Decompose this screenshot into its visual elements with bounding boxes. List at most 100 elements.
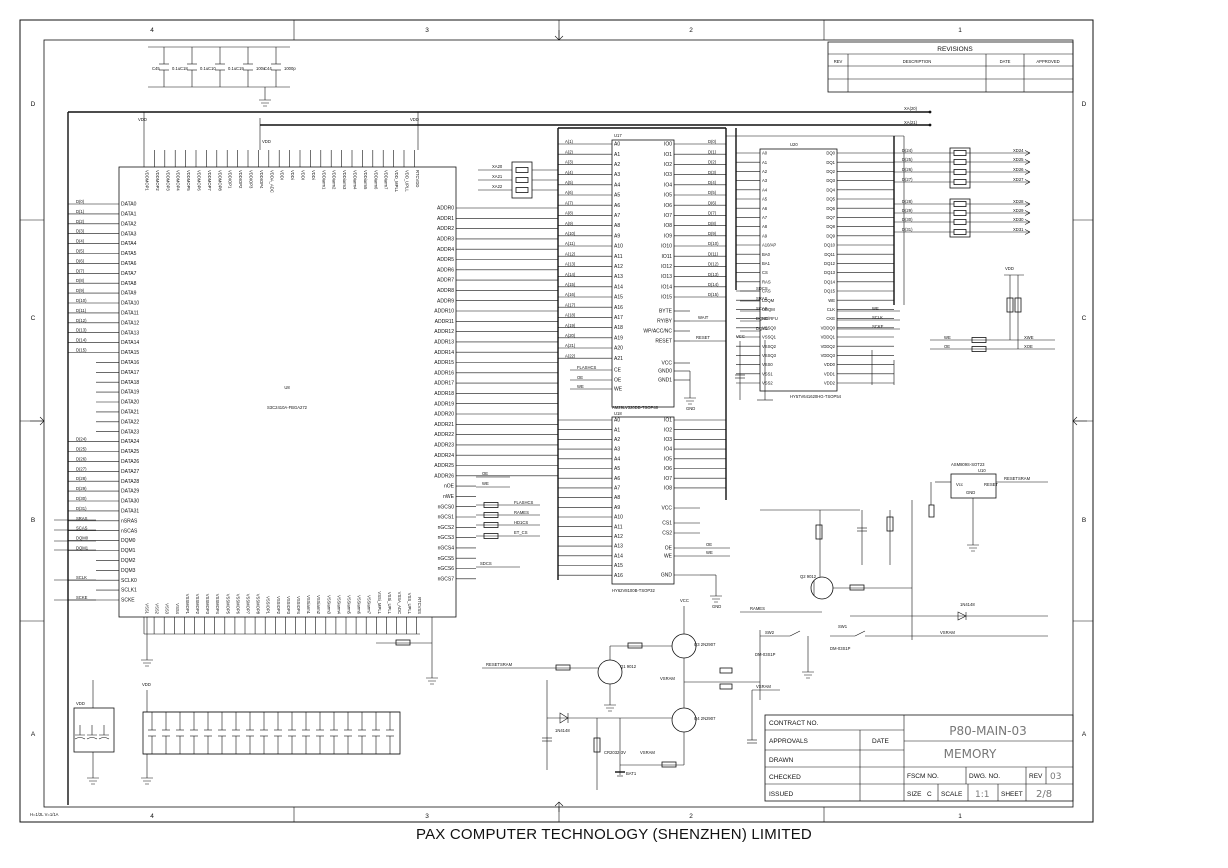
column-label-top: 2 bbox=[689, 27, 693, 34]
vcc-label-q: VCC bbox=[680, 598, 689, 603]
u20-ctrl-net: DQM1 bbox=[756, 326, 769, 331]
u20-right-pin: DQ0 bbox=[826, 151, 835, 156]
u10-vcc-pin: Vcc bbox=[956, 482, 963, 487]
u17-addr-net: A(14) bbox=[565, 272, 576, 277]
u20-left-pin: VSSQ1 bbox=[762, 335, 777, 340]
u8-top-pin: VDDIOP4 bbox=[259, 170, 264, 189]
u8-top-pin: VDDA_ADC bbox=[269, 170, 274, 193]
top-cap-value: 0.1u bbox=[200, 66, 209, 71]
u20-ctrl-net: DQM0 bbox=[756, 316, 769, 321]
u8-bottom-pin: VSSMOP1 bbox=[185, 594, 190, 615]
u8-bottom-pin: VSSMOP7 bbox=[246, 594, 251, 615]
power-rails: XA(20) XA(21) VDD VDD VDD bbox=[67, 106, 932, 805]
u20-right-pin: VDDQ2 bbox=[821, 344, 836, 349]
u8-top-pin: RTCVDD bbox=[415, 170, 420, 187]
u8-right-pin: ADDR17 bbox=[434, 381, 454, 387]
u17-right-pin: IO15 bbox=[661, 295, 672, 301]
u8-right-pin: ADDR11 bbox=[435, 319, 455, 325]
u8-left-pin: DATA8 bbox=[121, 281, 137, 287]
u17-data-net: D(3) bbox=[708, 170, 717, 175]
u17-left-pin: A5 bbox=[614, 193, 620, 199]
u8-bottom-pin: VSSMOP2 bbox=[195, 594, 200, 615]
u20-right-pin: DQ15 bbox=[824, 289, 836, 294]
rp-left-net: D(28) bbox=[902, 199, 913, 204]
u20-right-pin: DQ11 bbox=[824, 252, 835, 257]
u8-bottom-pin: VSSMOP6 bbox=[235, 594, 240, 615]
u8-left-net: DQM1 bbox=[76, 546, 89, 551]
u17-right-pin: IO6 bbox=[664, 203, 672, 209]
u17-data-net: D(11) bbox=[708, 251, 719, 256]
u17-left-pin: A15 bbox=[614, 295, 623, 301]
u8-top-pin: VDD_MPLL bbox=[394, 170, 399, 193]
u17-flash: U17 AM29LV320DB-TSOP48 A0A(1)A1A(2)A2A(3… bbox=[557, 127, 745, 580]
xa20-jumper-net: XA20 bbox=[492, 164, 503, 169]
u8-left-net: D(30) bbox=[76, 496, 87, 501]
u8-right-pin: nGCS6 bbox=[438, 566, 455, 572]
u8-left-pin: DATA29 bbox=[121, 489, 139, 495]
u8-left-pin: DATA16 bbox=[121, 360, 139, 366]
row-label-left: C bbox=[31, 315, 36, 322]
u20-left-pin: A0 bbox=[762, 151, 768, 156]
u8-left-net: D(10) bbox=[76, 298, 87, 303]
u8-left-pin: DATA6 bbox=[121, 261, 137, 267]
u17-left-pin: A19 bbox=[614, 335, 623, 341]
rp-right-net: XD30 bbox=[1013, 217, 1024, 222]
u20-part: HY57V641620HG-TSOP54 bbox=[790, 394, 842, 399]
u8-right-pin: nOE bbox=[444, 484, 455, 490]
u8-right-pin: ADDR26 bbox=[434, 473, 454, 479]
xa21-port bbox=[928, 123, 932, 127]
row-label-right: C bbox=[1082, 315, 1087, 322]
checked-label: CHECKED bbox=[769, 774, 801, 781]
u8-right-pin: ADDR21 bbox=[434, 422, 454, 428]
u8-left-net: D(15) bbox=[76, 348, 87, 353]
u8-right-pin: ADDR9 bbox=[437, 298, 454, 304]
u17-addr-net: A(7) bbox=[565, 200, 574, 205]
u8-left-pin: nSCAS bbox=[121, 528, 138, 534]
u8-left-pin: DATA23 bbox=[121, 429, 139, 435]
u18-ctrl-pin: OE bbox=[665, 546, 673, 552]
u8-right-pin: ADDR14 bbox=[434, 350, 454, 356]
u8-left-net: D(26) bbox=[76, 456, 87, 461]
u18-left-pin: A8 bbox=[614, 495, 620, 501]
u8-right-pin: nGCS7 bbox=[438, 576, 455, 582]
u17-left-pin: A17 bbox=[614, 315, 623, 321]
u17-addr-net: A(21) bbox=[565, 343, 576, 348]
u18-left-pin: A9 bbox=[614, 505, 620, 511]
battery-net: VSRAM bbox=[640, 750, 655, 755]
u10-ref: U10 bbox=[978, 468, 986, 473]
u18-left-pin: A14 bbox=[614, 553, 623, 559]
u8-right-pin: ADDR0 bbox=[437, 206, 454, 212]
u20-right-pin: DQ4 bbox=[826, 187, 835, 192]
project-name: P80-MAIN-03 bbox=[949, 724, 1027, 738]
u18-oe-net: OE bbox=[706, 542, 712, 547]
hd1cs-net: HD1CS bbox=[514, 520, 528, 525]
u8-bottom-pin: VSSMOP3 bbox=[205, 594, 210, 615]
u8-bottom-pin: VSS4 bbox=[175, 603, 180, 614]
u20-left-pin: A10/AP bbox=[762, 243, 776, 248]
diode-label-left: 1N4148 bbox=[555, 728, 570, 733]
u8-left-net: D(4) bbox=[76, 239, 85, 244]
u17-right-pin: IO8 bbox=[664, 223, 672, 229]
u17-addr-net: A(22) bbox=[565, 353, 576, 358]
u8-left-net: D(31) bbox=[76, 506, 87, 511]
u8-top-pin: VDDi bbox=[290, 170, 295, 180]
u18-we-net: WE bbox=[706, 550, 713, 555]
u8-left-pin: DATA2 bbox=[121, 221, 137, 227]
u20-right-pin: DQ14 bbox=[824, 279, 836, 284]
u8-right-pin: nWE bbox=[443, 494, 455, 500]
date-header: DATE bbox=[1000, 59, 1011, 64]
u8-top-pin: VDDiarm7 bbox=[384, 170, 389, 190]
u17-left-pin: A14 bbox=[614, 284, 623, 290]
u17-ctrl-pin: WP/ACC/NC bbox=[643, 329, 672, 335]
u17-left-pin: A12 bbox=[614, 264, 623, 270]
outer-frame bbox=[19, 19, 1094, 823]
rp-left-net: D(26) bbox=[902, 167, 913, 172]
vdd-label-bottom: VDD bbox=[142, 682, 151, 687]
u8-left-net: D(24) bbox=[76, 437, 87, 442]
rp-left-net: D(29) bbox=[902, 208, 913, 213]
u18-right-pin: IO1 bbox=[664, 418, 672, 424]
u20-right-pin: DQ3 bbox=[826, 178, 835, 183]
u17-data-net: D(1) bbox=[708, 149, 717, 154]
u17-right-pin: IO7 bbox=[664, 213, 672, 219]
